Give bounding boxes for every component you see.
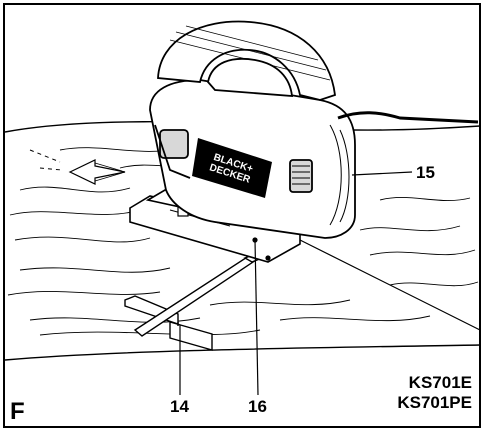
wood-grain bbox=[7, 147, 479, 336]
callout-16: 16 bbox=[248, 397, 267, 416]
callout-15: 15 bbox=[416, 163, 435, 182]
model-list: KS701E KS701PE bbox=[397, 373, 472, 412]
model-name: KS701PE bbox=[397, 392, 472, 412]
callout-14: 14 bbox=[170, 397, 189, 416]
direction-arrow bbox=[29, 149, 126, 185]
jigsaw-body bbox=[149, 20, 479, 239]
brand-badge bbox=[192, 138, 272, 198]
model-name: KS701E bbox=[408, 373, 472, 392]
parallel-guide bbox=[124, 245, 284, 351]
figure-letter: F bbox=[10, 398, 25, 425]
leader-lines bbox=[179, 171, 413, 396]
figure-border bbox=[3, 3, 481, 428]
